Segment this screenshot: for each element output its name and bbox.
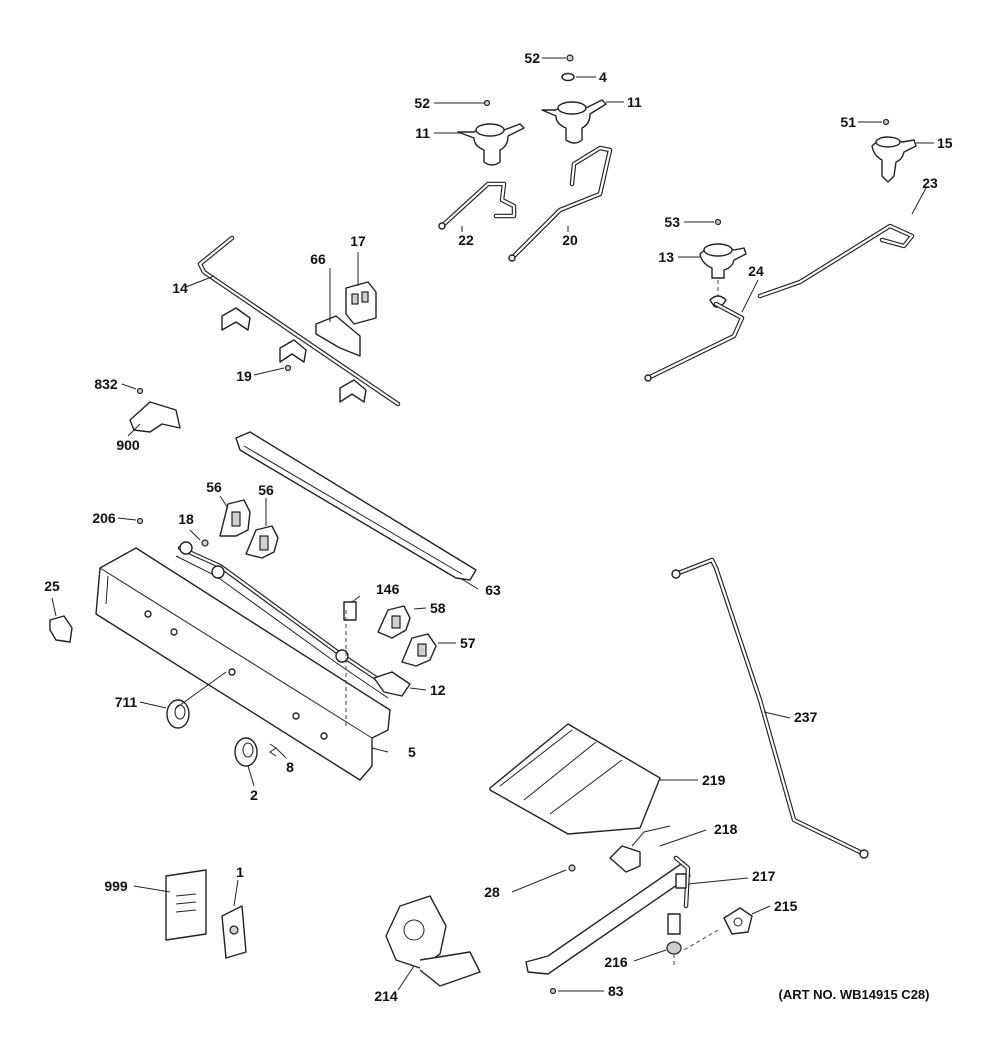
- callout-labels: 52 4 52 11 11 22 20 51 15 23 53 13 24 14…: [44, 50, 953, 1004]
- callout-218: 218: [714, 821, 738, 837]
- part-53-screw: [714, 218, 722, 226]
- part-217-orifice: [525, 855, 691, 975]
- callout-237: 237: [794, 709, 818, 725]
- callout-216: 216: [604, 954, 628, 970]
- callout-63: 63: [485, 582, 501, 598]
- part-14-manifold: [197, 235, 401, 407]
- part-711-knob: [166, 699, 190, 729]
- part-8-spring: [269, 743, 277, 757]
- callout-214: 214: [374, 988, 398, 1004]
- part-214-thermostat: [385, 895, 481, 987]
- part-237-tube: [671, 557, 869, 859]
- part-56-valve-right: [245, 525, 279, 559]
- callout-2: 2: [250, 787, 258, 803]
- callout-13: 13: [658, 249, 674, 265]
- callout-20: 20: [562, 232, 578, 248]
- part-146-clip: [343, 601, 357, 621]
- part-12-manifold-pipe: [175, 541, 411, 699]
- art-number-note: (ART NO. WB14915 C28): [779, 987, 930, 1002]
- callout-219: 219: [702, 772, 726, 788]
- callout-12: 12: [430, 682, 446, 698]
- part-83-screw: [549, 987, 557, 995]
- part-1-bag: [221, 905, 247, 959]
- callout-83: 83: [608, 983, 624, 999]
- callout-19: 19: [236, 368, 252, 384]
- callout-215: 215: [774, 898, 798, 914]
- callout-17: 17: [350, 233, 366, 249]
- callout-51: 51: [840, 114, 856, 130]
- part-66-bracket: [315, 315, 361, 357]
- part-19-screw: [284, 364, 292, 372]
- part-57-valve: [401, 633, 437, 667]
- callout-57: 57: [460, 635, 476, 651]
- part-15-burner-valve: [871, 136, 917, 183]
- leader-lines: [51, 57, 934, 992]
- callout-900: 900: [116, 437, 140, 453]
- callout-217: 217: [752, 868, 776, 884]
- part-23-tube: [757, 223, 915, 299]
- callout-22: 22: [458, 232, 474, 248]
- callout-18: 18: [178, 511, 194, 527]
- part-832-screw: [136, 387, 144, 395]
- part-2-knob: [234, 737, 258, 767]
- callout-58: 58: [430, 600, 446, 616]
- part-5-control-panel: [95, 547, 391, 781]
- callout-5: 5: [408, 744, 416, 760]
- part-4-washer: [561, 72, 575, 82]
- callout-14: 14: [172, 280, 188, 296]
- callout-4: 4: [599, 69, 607, 85]
- part-63-rail: [235, 431, 477, 581]
- callout-23: 23: [922, 175, 938, 191]
- callout-8: 8: [286, 759, 294, 775]
- part-20-tube: [508, 145, 613, 262]
- part-52-screw-top: [566, 54, 574, 62]
- callout-206: 206: [92, 510, 116, 526]
- callout-66: 66: [310, 251, 326, 267]
- part-51-screw: [882, 118, 890, 126]
- part-216-hood: [666, 913, 682, 968]
- part-58-valve: [377, 605, 411, 639]
- callout-999: 999: [104, 878, 128, 894]
- callout-24: 24: [748, 263, 764, 279]
- callout-11-right: 11: [627, 94, 642, 110]
- callout-56-right: 56: [258, 482, 274, 498]
- callout-146: 146: [376, 581, 400, 597]
- part-17-switch: [345, 281, 377, 325]
- callout-56-left: 56: [206, 479, 222, 495]
- part-25-clip: [49, 615, 73, 643]
- callout-52-top: 52: [524, 50, 540, 66]
- part-18-screw: [201, 539, 209, 547]
- part-999-manual: [165, 869, 207, 941]
- part-900-bracket: [129, 401, 181, 433]
- part-219-baffle: [489, 723, 661, 835]
- part-215-shutter: [723, 907, 753, 935]
- part-52-screw-left: [483, 99, 491, 107]
- callout-25: 25: [44, 578, 60, 594]
- callout-15: 15: [937, 135, 953, 151]
- part-24-tube: [644, 301, 745, 382]
- part-28-screw: [568, 864, 576, 872]
- callout-1: 1: [236, 864, 244, 880]
- part-218-igniter: [609, 825, 671, 873]
- callout-52-left: 52: [414, 95, 430, 111]
- part-56-valve-left: [219, 499, 251, 537]
- part-206-screw: [136, 517, 144, 525]
- callout-28: 28: [484, 884, 500, 900]
- callout-11-left: 11: [415, 125, 430, 141]
- callout-711: 711: [115, 694, 138, 710]
- part-13-burner-valve: [699, 243, 747, 308]
- part-11-burner-right: [541, 99, 607, 144]
- callout-832: 832: [94, 376, 118, 392]
- part-22-tube: [438, 181, 517, 230]
- part-11-burner-left: [457, 123, 525, 166]
- callout-53: 53: [664, 214, 680, 230]
